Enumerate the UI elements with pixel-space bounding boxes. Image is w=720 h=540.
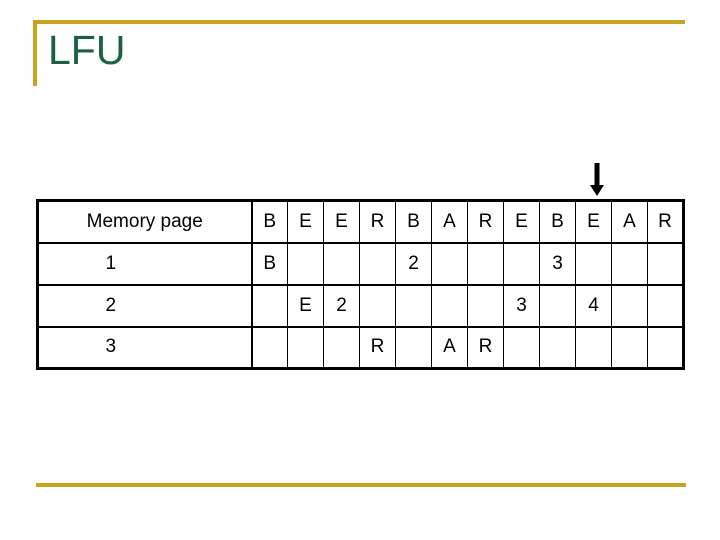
table-cell: 3 [539, 241, 576, 285]
table-cell [287, 325, 324, 369]
arrow-down-icon [589, 163, 605, 197]
table-cell: A [431, 325, 468, 369]
slide-accent-line-left [33, 20, 37, 86]
table-header-cell: E [287, 200, 324, 244]
table-cell [323, 241, 360, 285]
lfu-trace-table: Memory page B E E R B A R E B E A R 1 B … [36, 199, 685, 370]
slide-accent-line-bottom [36, 483, 686, 487]
table-cell [431, 283, 468, 327]
table-header-cell: A [431, 200, 468, 244]
table-cell [467, 283, 504, 327]
table-cell: 2 [323, 283, 360, 327]
table-header-cell: R [647, 200, 684, 244]
table-cell [539, 283, 576, 327]
table-cell: 3 [503, 283, 540, 327]
row-label: 2 [37, 283, 253, 327]
table-cell [611, 241, 648, 285]
table-row: 1 B 2 3 [37, 241, 684, 285]
table-body: Memory page B E E R B A R E B E A R 1 B … [37, 200, 684, 369]
table-header-cell: E [323, 200, 360, 244]
table-cell [503, 241, 540, 285]
table-cell [575, 325, 612, 369]
row-label: 3 [37, 325, 253, 369]
table-cell [395, 325, 432, 369]
table-header-cell: B [251, 200, 288, 244]
table-cell [251, 325, 288, 369]
table-cell: 4 [575, 283, 612, 327]
table-cell [359, 241, 396, 285]
table-header-cell: B [539, 200, 576, 244]
table-cell [647, 241, 684, 285]
table-cell [359, 283, 396, 327]
row-label: 1 [37, 241, 253, 285]
table-cell: R [467, 325, 504, 369]
table-cell [575, 241, 612, 285]
table-cell [251, 283, 288, 327]
table-cell [539, 325, 576, 369]
table-cell: B [251, 241, 288, 285]
table-row: 3 R A R [37, 325, 684, 369]
table-header-row: Memory page B E E R B A R E B E A R [37, 200, 684, 244]
slide-accent-line-top [33, 20, 685, 24]
table-header-cell: E [575, 200, 612, 244]
table-cell [431, 241, 468, 285]
table-header-cell: R [359, 200, 396, 244]
table-header-cell: B [395, 200, 432, 244]
table-cell: 2 [395, 241, 432, 285]
table-cell [323, 325, 360, 369]
table-cell [647, 283, 684, 327]
table-cell [647, 325, 684, 369]
table-header-cell: E [503, 200, 540, 244]
table-row: 2 E 2 3 4 [37, 283, 684, 327]
table-cell [287, 241, 324, 285]
table-cell [611, 283, 648, 327]
table-cell [467, 241, 504, 285]
table-cell: E [287, 283, 324, 327]
table-cell [395, 283, 432, 327]
table-cell [611, 325, 648, 369]
table-header-cell: A [611, 200, 648, 244]
row-header-label: Memory page [37, 200, 253, 244]
table-cell [503, 325, 540, 369]
table-cell: R [359, 325, 396, 369]
page-title: LFU [48, 27, 126, 73]
table-header-cell: R [467, 200, 504, 244]
